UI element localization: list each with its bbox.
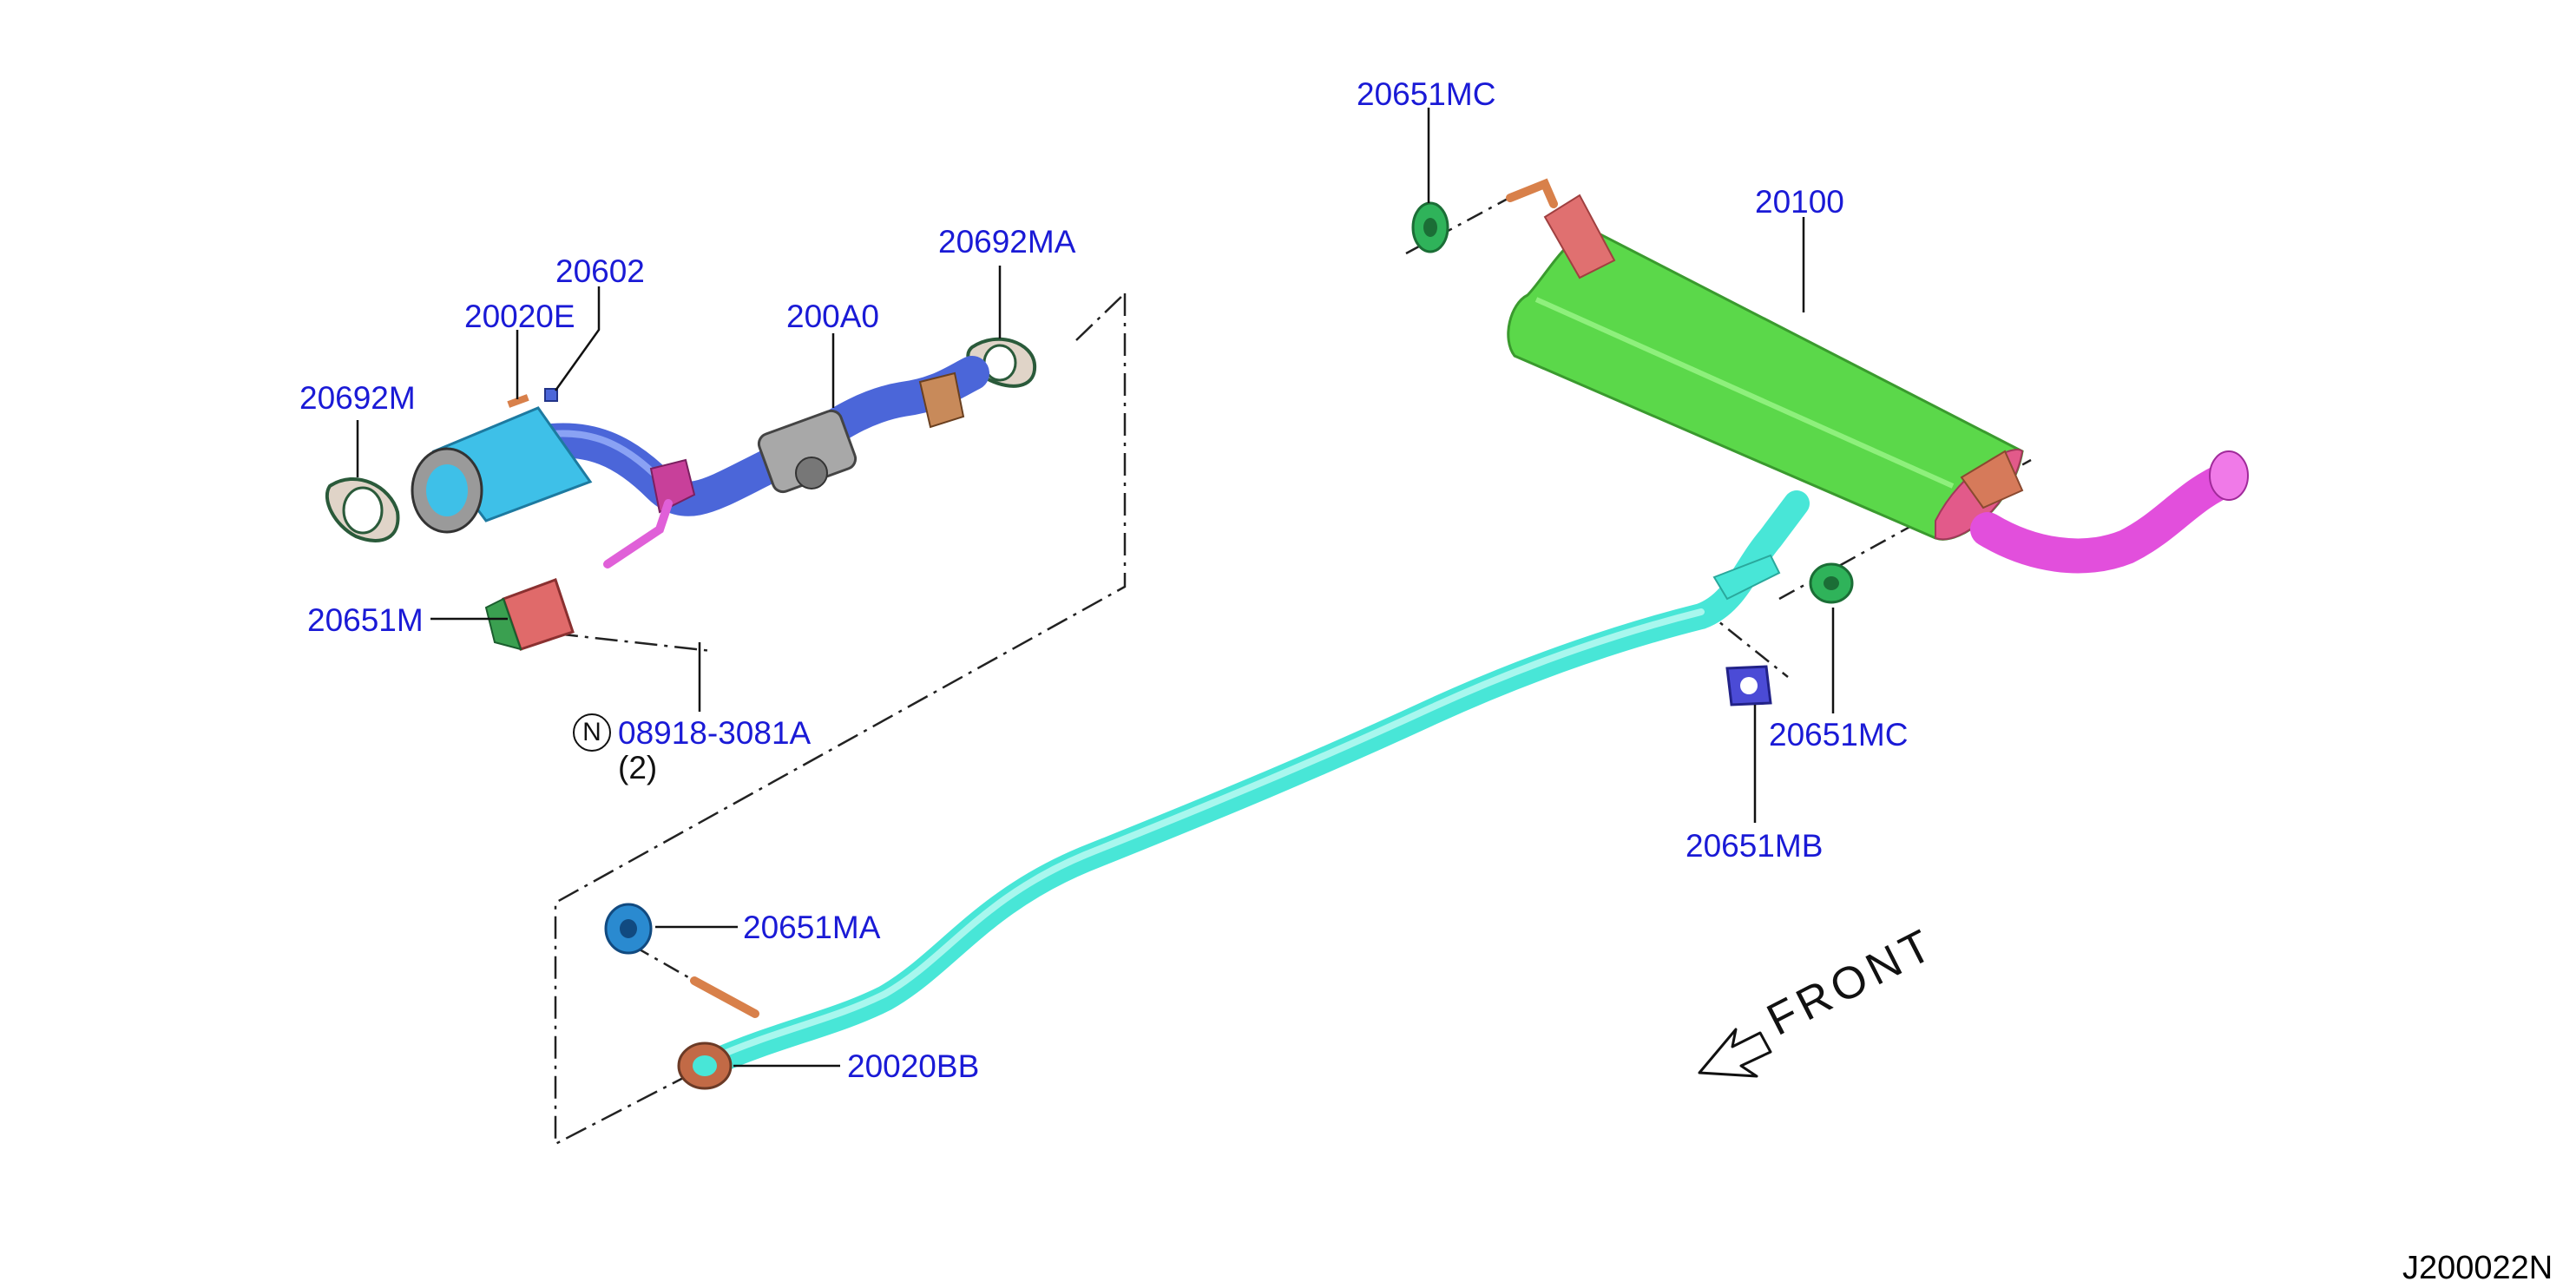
tail-pipe-tip (2209, 450, 2249, 501)
flange-alignment-line (1075, 292, 1126, 341)
center-pipe-front-flange-bore (693, 1055, 717, 1076)
callout-08918-3081A[interactable]: 08918-3081A (618, 715, 812, 751)
callout-20651M[interactable]: 20651M (307, 602, 424, 638)
callout-20692M[interactable]: 20692M (299, 380, 416, 416)
mount-alignment-line (555, 632, 713, 653)
callout-20651MA[interactable]: 20651MA (743, 910, 881, 945)
main-muffler[interactable] (1507, 231, 2024, 541)
leader-20602 (554, 286, 601, 391)
callout-20651MB[interactable]: 20651MB (1686, 828, 1824, 864)
sensor-bung-20602[interactable] (544, 388, 558, 402)
callout-20100[interactable]: 20100 (1755, 184, 1844, 220)
callout-20692MA[interactable]: 20692MA (938, 224, 1076, 260)
n-mark-icon: N (573, 713, 611, 752)
assembly-boundary-line (554, 293, 1127, 1147)
center-pipe-hanger-rod[interactable] (690, 976, 759, 1018)
hanger-alignment-line-4 (633, 944, 695, 982)
sub-muffler-valve (795, 457, 828, 490)
insulator-20651MB[interactable] (1725, 665, 1772, 706)
hanger-alignment-line (1405, 191, 1520, 255)
muffler-front-hanger-rod[interactable] (1506, 178, 1558, 208)
callout-20020E[interactable]: 20020E (464, 299, 575, 334)
callout-20651MC-right[interactable]: 20651MC (1769, 717, 1909, 752)
insulator-20651MC-top[interactable] (1411, 201, 1449, 253)
catalyst-inlet-bore (426, 464, 468, 516)
center-pipe-rear-bracket[interactable] (1712, 554, 1781, 601)
front-tube-hanger-rod[interactable] (603, 499, 673, 568)
center-pipe-highlight (708, 608, 1705, 1062)
diagram-code: J200022N (2402, 1250, 2553, 1286)
callout-200A0[interactable]: 200A0 (786, 299, 879, 334)
callout-20602[interactable]: 20602 (555, 253, 645, 289)
front-arrow-icon (1698, 1028, 1772, 1078)
muffler-rear-bracket[interactable] (1960, 450, 2024, 509)
insulator-20651MA[interactable] (604, 903, 653, 955)
muffler-front-bracket[interactable] (1543, 194, 1616, 279)
callout-20020BB[interactable]: 20020BB (847, 1048, 980, 1084)
callout-20651MC-top[interactable]: 20651MC (1357, 76, 1496, 112)
center-pipe[interactable] (699, 490, 1810, 1076)
front-tube-catalyst-assembly[interactable] (411, 356, 989, 568)
quantity-note: (2) (618, 750, 658, 785)
gasket-20692M[interactable] (325, 476, 400, 542)
front-tube-rear-flange[interactable] (918, 371, 965, 429)
front-tube-mid-bracket[interactable] (649, 458, 696, 514)
tail-pipe[interactable] (1970, 460, 2248, 574)
insulator-20651MC-right[interactable] (1809, 562, 1854, 604)
insulator-20651M[interactable] (484, 578, 575, 651)
stud-20020E[interactable] (507, 394, 529, 408)
